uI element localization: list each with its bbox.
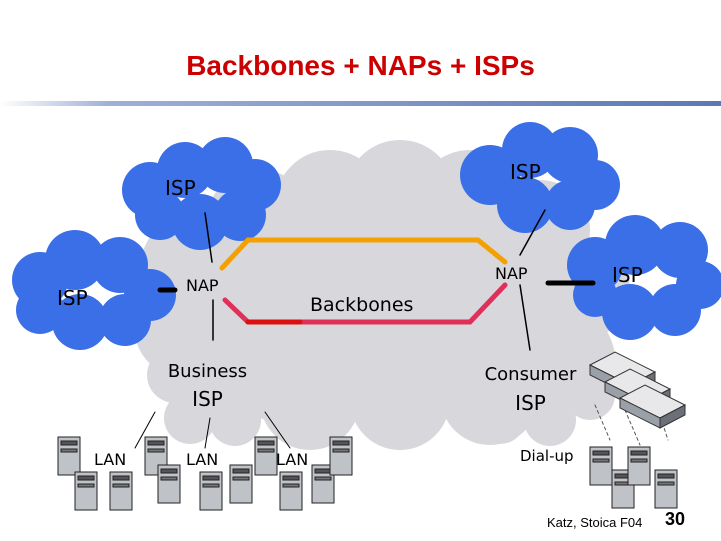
isp-cloud-left-icon xyxy=(12,230,176,350)
isp-top-left-label: ISP xyxy=(165,176,196,200)
title-underline xyxy=(0,101,721,106)
business-isp-label-line2: ISP xyxy=(192,387,223,411)
network-links xyxy=(134,209,669,449)
consumer-isp-cloud-icon xyxy=(452,320,615,446)
isp-cloud-top-left-icon xyxy=(122,137,281,250)
isp-left-label: ISP xyxy=(57,286,88,310)
isp-cloud-right-icon xyxy=(567,215,721,340)
isp-right-label: ISP xyxy=(612,263,643,287)
isp-top-right-label: ISP xyxy=(510,160,541,184)
consumer-isp-label-line2: ISP xyxy=(515,391,546,415)
business-isp-cloud-icon xyxy=(147,320,295,446)
footer-credit: Katz, Stoica F04 xyxy=(547,515,643,530)
business-isp-label-line1: Business xyxy=(167,361,248,382)
backbones-label: Backbones xyxy=(310,294,414,316)
nap-right-label: NAP xyxy=(495,264,528,283)
page-number: 30 xyxy=(665,509,686,529)
isp-cloud-top-right-icon xyxy=(460,122,620,233)
lan-3-label: LAN xyxy=(276,450,309,469)
nap-left-label: NAP xyxy=(186,276,219,295)
slide-title: Backbones + NAPs + ISPs xyxy=(186,50,535,81)
server-tower-icon xyxy=(57,436,678,511)
lan-2-label: LAN xyxy=(186,450,219,469)
lan-1-label: LAN xyxy=(94,450,127,469)
dial-up-label: Dial-up xyxy=(520,447,574,465)
modem-rack-icon xyxy=(588,351,687,429)
consumer-isp-label-line1: Consumer xyxy=(484,364,577,385)
